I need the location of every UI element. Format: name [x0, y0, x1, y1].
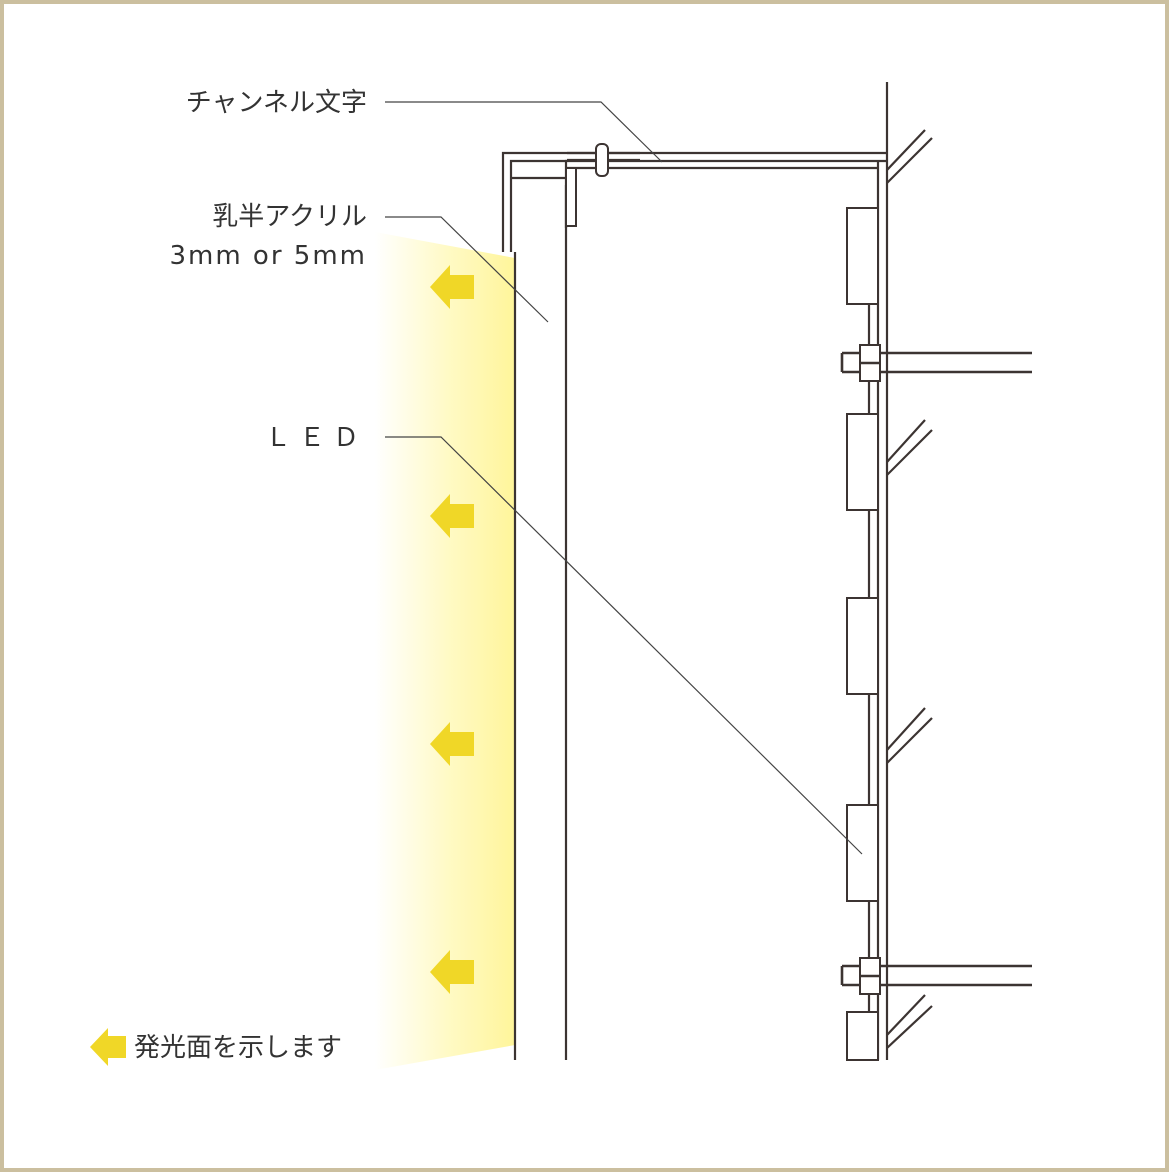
left-arrow-icon	[90, 1028, 126, 1066]
channel-letter-return	[501, 143, 887, 252]
left-arrow-icon	[430, 265, 474, 309]
emission-glow	[375, 232, 515, 1070]
led-module	[846, 597, 879, 695]
anchor-bolt-lower	[840, 957, 1032, 995]
leader-channel-letter	[385, 101, 663, 163]
led-module	[846, 413, 879, 511]
leader-led	[385, 436, 863, 855]
angle-bracket	[565, 167, 577, 227]
leader-acrylic	[385, 216, 549, 323]
label-led: ＬＥＤ	[265, 423, 367, 453]
wall-hatching	[886, 129, 933, 1049]
legend: 発光面を示します	[90, 1028, 342, 1066]
label-acrylic: 乳半アクリル	[212, 202, 367, 232]
led-module	[846, 1011, 879, 1061]
emission-arrows	[430, 265, 474, 994]
led-module	[846, 804, 879, 902]
left-arrow-icon	[430, 494, 474, 538]
label-channel-letter: チャンネル文字	[186, 88, 367, 118]
led-modules	[846, 207, 879, 1061]
legend-text: 発光面を示します	[134, 1033, 342, 1063]
led-module	[846, 207, 879, 305]
left-arrow-icon	[430, 722, 474, 766]
screw	[595, 143, 609, 177]
label-acrylic-thickness: 3mm or 5mm	[169, 241, 367, 271]
left-arrow-icon	[430, 950, 474, 994]
anchor-bolt-upper	[840, 344, 1032, 382]
